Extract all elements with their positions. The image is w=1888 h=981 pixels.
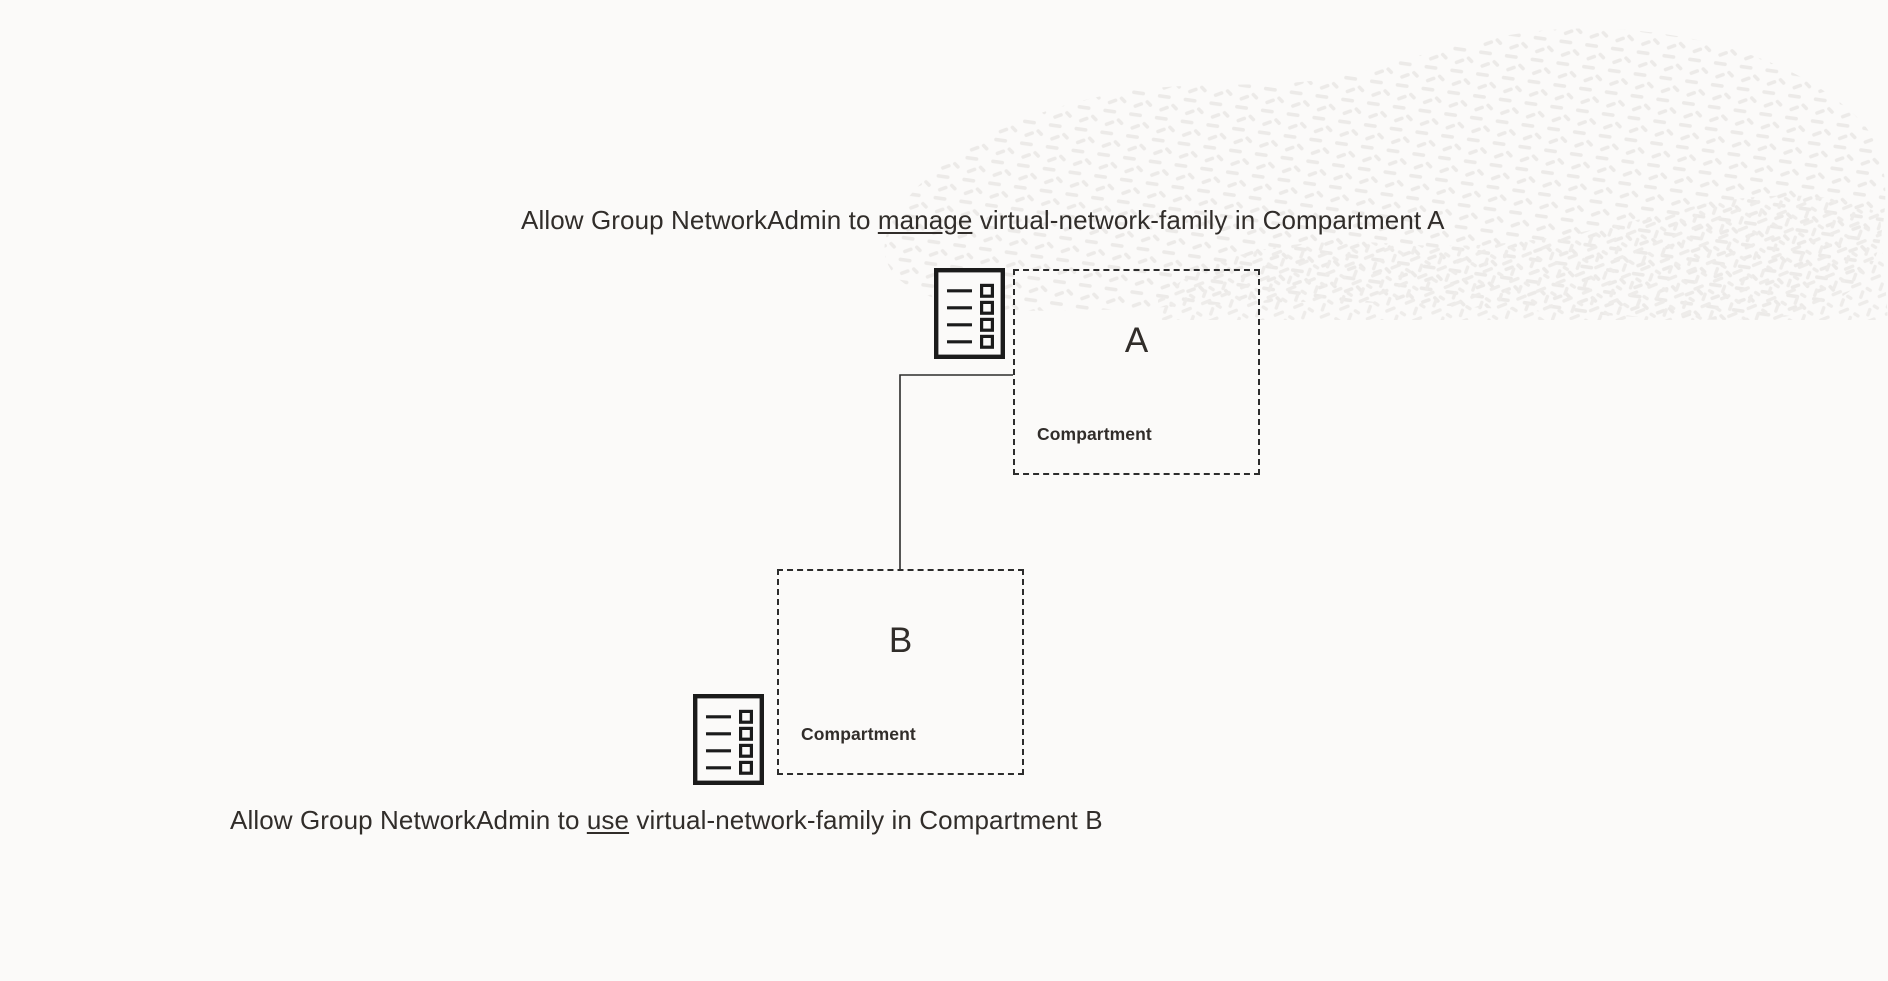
policy-suffix-manage: virtual-network-family in Compartment A: [972, 205, 1445, 235]
policy-document-icon: [693, 694, 764, 785]
policy-statement-manage: Allow Group NetworkAdmin to manage virtu…: [521, 205, 1445, 236]
compartment-a-letter: A: [1124, 321, 1149, 360]
policy-verb-use: use: [586, 805, 630, 835]
policy-suffix-use: virtual-network-family in Compartment B: [629, 805, 1103, 835]
policy-prefix-use: Allow Group NetworkAdmin to: [230, 805, 587, 835]
compartment-b-letter: B: [888, 621, 913, 660]
compartment-b-box: B Compartment: [777, 569, 1024, 775]
compartment-b-label: Compartment: [801, 724, 916, 744]
policy-document-icon: [934, 268, 1005, 359]
policy-verb-manage: manage: [877, 205, 973, 235]
compartment-a-box: A Compartment: [1013, 269, 1260, 475]
compartment-a-label: Compartment: [1037, 424, 1152, 444]
policy-statement-use: Allow Group NetworkAdmin to use virtual-…: [230, 805, 1103, 836]
policy-prefix-manage: Allow Group NetworkAdmin to: [521, 205, 878, 235]
